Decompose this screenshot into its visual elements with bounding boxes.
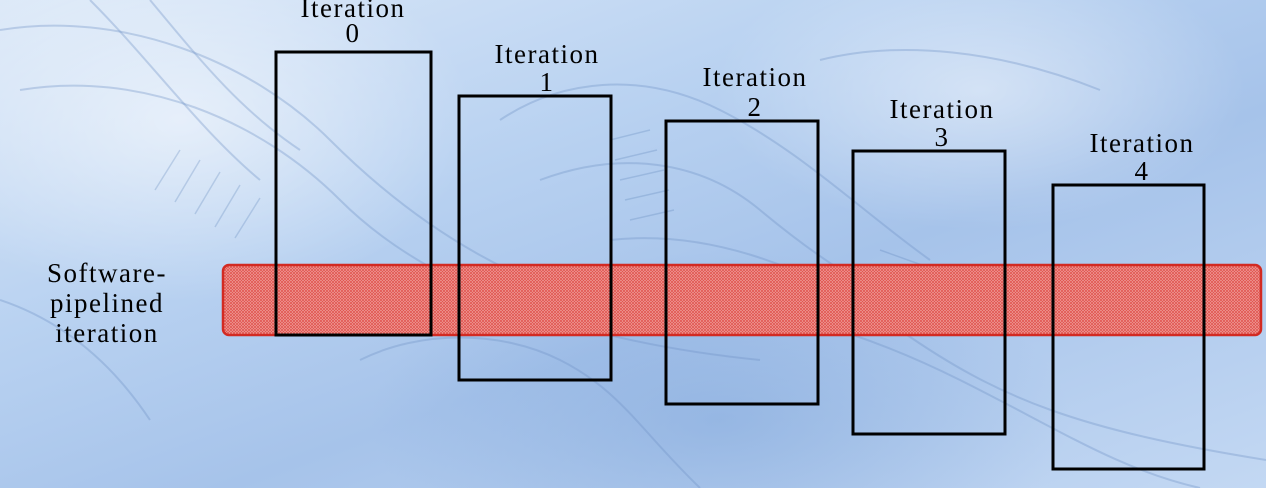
side-label-line-1: Software- (47, 258, 167, 288)
iteration-number: 2 (748, 92, 763, 122)
iteration-label: Iteration (495, 39, 600, 69)
iteration-label: Iteration (703, 62, 808, 92)
iteration-label: Iteration (1090, 128, 1195, 158)
iteration-label: Iteration (890, 94, 995, 124)
iteration-box (274, 50, 433, 337)
iteration-2: Iteration 2 (664, 62, 820, 406)
iteration-number: 0 (346, 18, 361, 48)
iteration-box (1051, 183, 1206, 471)
iteration-box (664, 119, 820, 406)
iteration-number: 4 (1135, 156, 1150, 186)
software-pipelined-band (221, 263, 1263, 337)
iteration-1: Iteration 1 (457, 39, 613, 382)
iteration-3: Iteration 3 (851, 94, 1007, 436)
side-label-line-3: iteration (55, 318, 159, 348)
software-pipelined-iteration-label: Software- pipelined iteration (0, 258, 214, 348)
iteration-4: Iteration 4 (1051, 128, 1206, 471)
iteration-number: 1 (540, 67, 555, 97)
iteration-box (851, 149, 1007, 436)
iteration-0: Iteration 0 (274, 0, 433, 337)
iteration-number: 3 (935, 122, 950, 152)
iteration-box (457, 94, 613, 382)
side-label-line-2: pipelined (50, 288, 164, 318)
iteration-label: Iteration (301, 0, 406, 23)
